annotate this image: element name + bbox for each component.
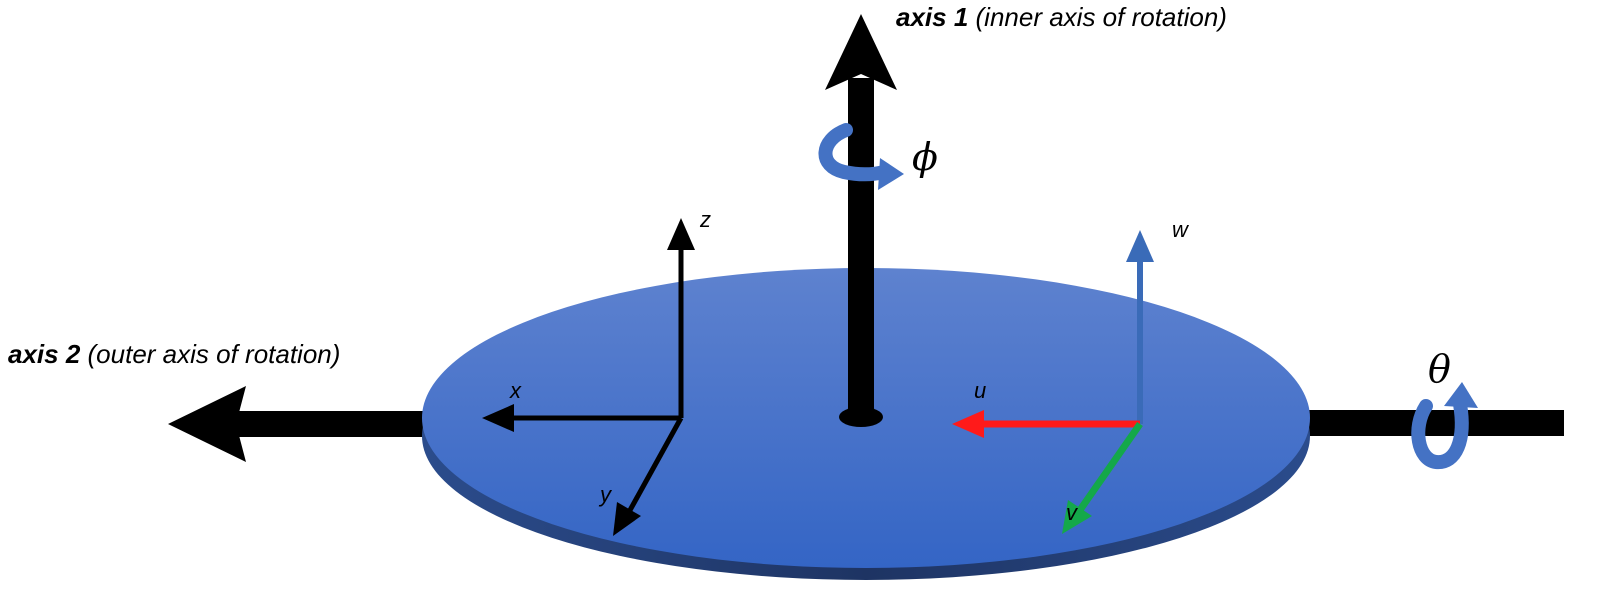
v-vector <box>1077 421 1143 513</box>
v-label: v <box>1066 500 1079 525</box>
u-label: u <box>974 378 986 403</box>
y-label: y <box>598 482 613 507</box>
uvw-frame <box>952 230 1154 534</box>
axis2-label: axis 2 (outer axis of rotation) <box>8 339 340 369</box>
theta-rotation-icon <box>1411 382 1478 470</box>
axis2-arrow <box>168 386 435 462</box>
w-label: w <box>1172 217 1190 242</box>
axis1-arrow <box>825 14 897 427</box>
x-label: x <box>509 378 522 403</box>
phi-rotation-icon <box>818 123 904 190</box>
theta-label: θ <box>1428 347 1451 391</box>
z-label: z <box>699 207 711 232</box>
axis1-label: axis 1 (inner axis of rotation) <box>896 2 1227 32</box>
phi-label: ϕ <box>912 135 938 179</box>
xyz-frame <box>482 218 695 536</box>
